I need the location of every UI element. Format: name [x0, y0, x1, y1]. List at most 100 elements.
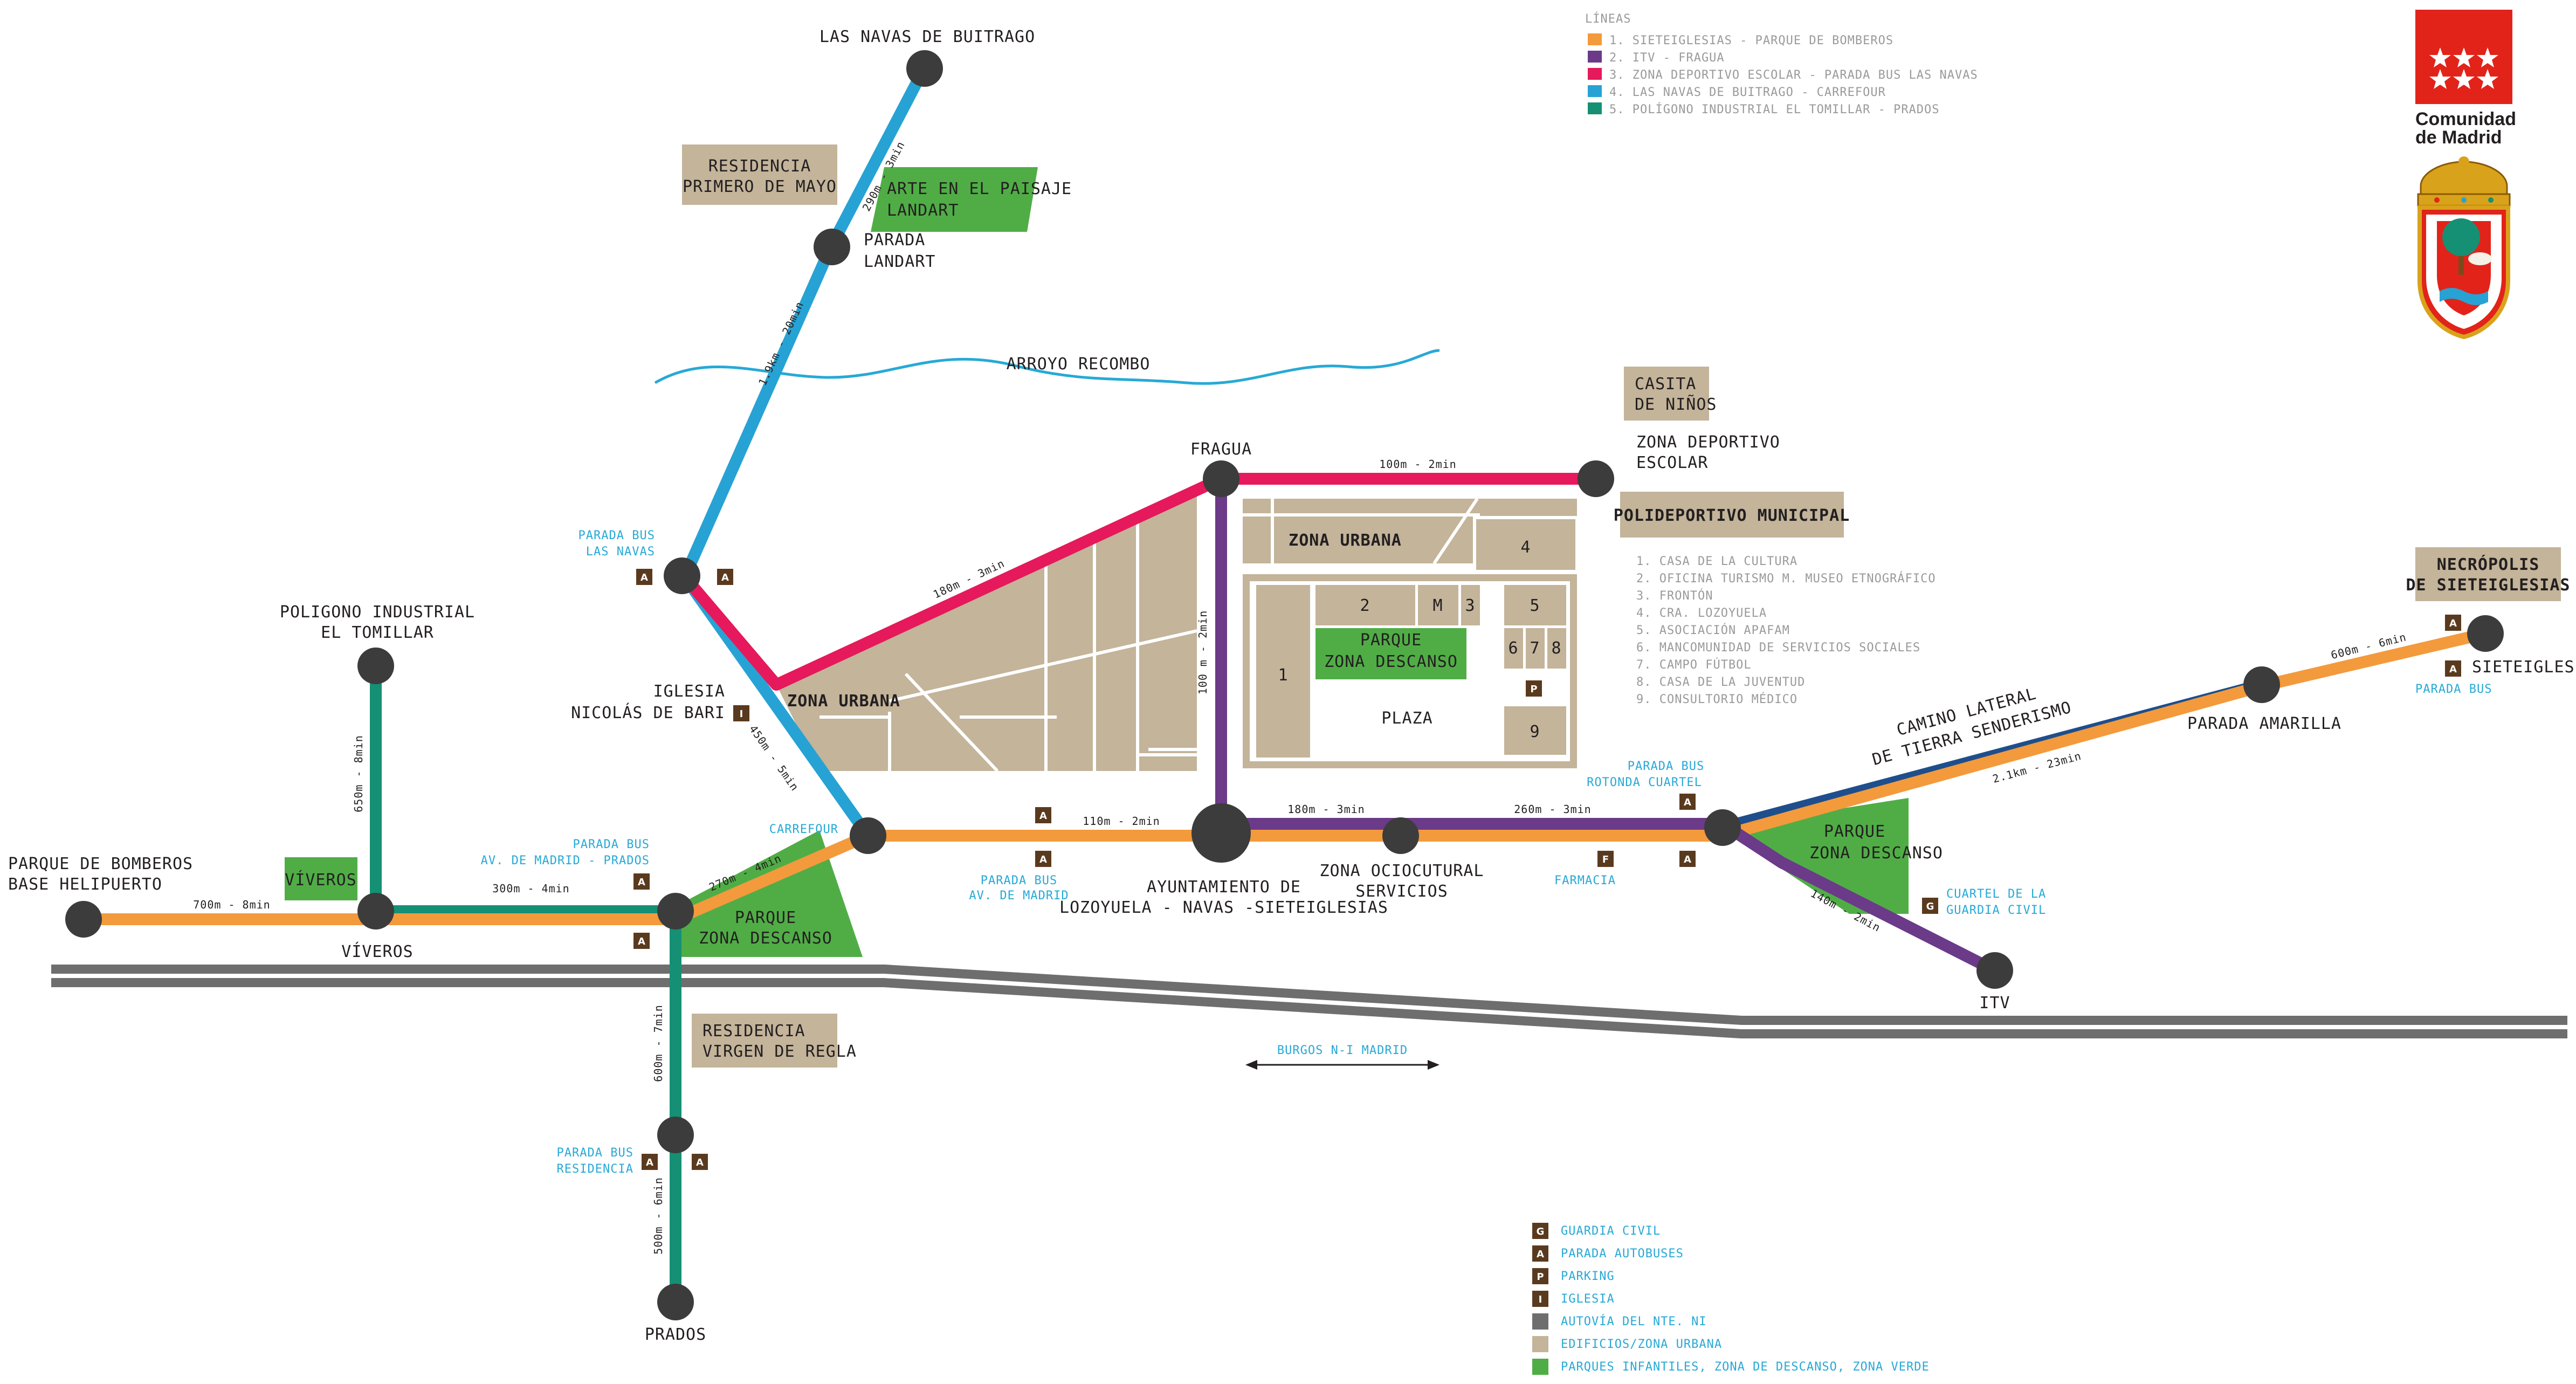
svg-text:8. CASA DE LA JUVENTUD: 8. CASA DE LA JUVENTUD: [1636, 676, 1805, 689]
block-9: 9: [1530, 722, 1540, 741]
arte-l2: LANDART: [887, 201, 959, 220]
svg-text:G: G: [1537, 1226, 1545, 1237]
label-landart-2: LANDART: [864, 252, 935, 271]
blue-av-madrid-2: AV. DE MADRID: [969, 889, 1069, 903]
blue-rotonda-1: PARADA BUS: [1628, 760, 1704, 773]
dist-ocio-rotonda: 260m - 3min: [1514, 803, 1591, 816]
badge-f-farmacia: F: [1597, 851, 1614, 867]
parque-prados-l1: PARQUE: [735, 908, 796, 927]
arroyo-river: [654, 349, 1440, 385]
blue-rotonda-2: ROTONDA CUARTEL: [1587, 776, 1702, 789]
label-bomberos-2: BASE HELIPUERTO: [8, 875, 162, 894]
svg-text:A: A: [696, 1157, 704, 1168]
station-zona-deportivo[interactable]: [1578, 460, 1614, 497]
blue-carrefour: CARREFOUR: [769, 823, 838, 836]
station-av-madrid-prados[interactable]: [657, 893, 694, 929]
block-1: 1: [1278, 666, 1288, 685]
label-prados: PRADOS: [645, 1325, 706, 1344]
line-5: [370, 666, 681, 1302]
blue-parada-navas-1: PARADA BUS: [578, 529, 655, 542]
blue-parada-navas-2: LAS NAVAS: [586, 545, 655, 559]
block-3: 3: [1465, 596, 1475, 615]
svg-text:A: A: [721, 572, 729, 583]
label-poligono-2: EL TOMILLAR: [321, 623, 434, 642]
label-poligono-1: POLIGONO INDUSTRIAL: [280, 603, 475, 622]
badge-a-avmadrid-bottom: A: [1035, 851, 1051, 867]
station-poligono[interactable]: [357, 648, 394, 684]
label-zona-dep-2: ESCOLAR: [1636, 453, 1708, 472]
dist-viveros-prados: 300m - 4min: [492, 882, 569, 895]
parking-badge: P: [1526, 680, 1542, 697]
block-8: 8: [1551, 639, 1561, 658]
svg-text:RESIDENCIA: RESIDENCIA: [702, 1022, 805, 1041]
zona-urbana-label-west: ZONA URBANA: [787, 692, 900, 711]
blue-av-madrid-prados-2: AV. DE MADRID - PRADOS: [481, 854, 650, 867]
station-residencia[interactable]: [657, 1117, 694, 1153]
label-las-navas: LAS NAVAS DE BUITRAGO: [819, 27, 1035, 46]
legend-line-4: 4. LAS NAVAS DE BUITRAGO - CARREFOUR: [1609, 86, 1886, 99]
svg-text:POLIDEPORTIVO MUNICIPAL: POLIDEPORTIVO MUNICIPAL: [1614, 506, 1850, 525]
plaza-label: PLAZA: [1381, 709, 1432, 728]
station-ayuntamiento[interactable]: [1191, 803, 1251, 863]
label-iglesia-1: IGLESIA: [653, 682, 725, 701]
label-landart-1: PARADA: [864, 231, 925, 250]
label-fragua: FRAGUA: [1190, 440, 1252, 459]
label-ocio-1: ZONA OCIOCUTURAL: [1320, 862, 1484, 880]
parque-plaza-l1: PARQUE: [1360, 631, 1422, 650]
station-las-navas[interactable]: [906, 50, 943, 87]
box-casita-ninos: CASITA DE NIÑOS: [1624, 367, 1717, 421]
station-itv[interactable]: [1976, 952, 2013, 989]
legend-lines: LÍNEAS 1. SIETEIGLESIAS - PARQUE DE BOMB…: [1585, 12, 1978, 116]
label-iglesia-2: NICOLÁS DE BARI: [571, 703, 725, 722]
station-carrefour[interactable]: [850, 817, 886, 854]
station-ocio[interactable]: [1382, 817, 1419, 854]
blue-av-madrid-prados-1: PARADA BUS: [573, 838, 650, 851]
badge-g-cuartel: G: [1922, 898, 1938, 914]
block-m: M: [1432, 596, 1443, 615]
station-parada-navas[interactable]: [664, 557, 700, 594]
viveros-box-label: VÍVEROS: [285, 870, 356, 890]
station-bomberos[interactable]: [65, 901, 102, 938]
badge-a-rotonda-top: A: [1679, 794, 1696, 810]
svg-text:1. CASA DE LA CULTURA: 1. CASA DE LA CULTURA: [1636, 555, 1797, 568]
legend-iglesia: IGLESIA: [1561, 1292, 1615, 1306]
blue-residencia-2: RESIDENCIA: [557, 1162, 633, 1176]
arroyo-label: ARROYO RECOMBO: [1007, 355, 1151, 374]
station-viveros[interactable]: [357, 893, 394, 929]
legend-line-5: 5. POLÍGONO INDUSTRIAL EL TOMILLAR - PRA…: [1609, 102, 1940, 116]
svg-text:2. OFICINA TURISMO M. MUSEO ET: 2. OFICINA TURISMO M. MUSEO ETNOGRÁFICO: [1636, 571, 1936, 586]
station-landart[interactable]: [814, 229, 850, 265]
svg-text:A: A: [1537, 1249, 1544, 1260]
station-prados[interactable]: [657, 1284, 694, 1320]
svg-text:7. CAMPO FÚTBOL: 7. CAMPO FÚTBOL: [1636, 658, 1752, 672]
block-4: 4: [1520, 538, 1531, 557]
badge-a-avmadrid-top: A: [1035, 807, 1051, 823]
svg-text:G: G: [1926, 901, 1934, 912]
dist-bomberos-viveros: 700m - 8min: [193, 898, 270, 911]
label-itv: ITV: [1979, 994, 2010, 1013]
label-ocio-2: SERVICIOS: [1355, 882, 1448, 901]
comunidad-madrid-logo: Comunidad de Madrid: [2415, 10, 2516, 148]
parque-rotonda-l2: ZONA DESCANSO: [1809, 844, 1943, 863]
station-sieteiglesias[interactable]: [2467, 615, 2504, 652]
station-rotonda[interactable]: [1704, 809, 1741, 846]
svg-text:P: P: [1537, 1271, 1544, 1283]
zona-urbana-label-east: ZONA URBANA: [1289, 531, 1402, 550]
station-fragua[interactable]: [1203, 460, 1239, 497]
station-amarilla[interactable]: [2243, 666, 2280, 703]
bus-badges: A A I A A A A A A F G A A A A: [633, 569, 2461, 1170]
building-list: 1. CASA DE LA CULTURA 2. OFICINA TURISMO…: [1636, 555, 1936, 706]
svg-text:F: F: [1602, 854, 1609, 865]
label-ayto-1: AYUNTAMIENTO DE: [1147, 878, 1301, 897]
badge-a-navas-left: A: [636, 569, 652, 585]
legend-parques: PARQUES INFANTILES, ZONA DE DESCANSO, ZO…: [1561, 1360, 1930, 1374]
blue-residencia-1: PARADA BUS: [557, 1146, 633, 1160]
block-2: 2: [1360, 596, 1370, 615]
svg-text:A: A: [1684, 797, 1691, 808]
svg-text:3. FRONTÓN: 3. FRONTÓN: [1636, 589, 1713, 603]
arte-landart-green: [871, 167, 1038, 232]
blue-farmacia: FARMACIA: [1554, 874, 1616, 887]
label-zona-dep-1: ZONA DEPORTIVO: [1636, 433, 1780, 452]
badge-a-siete-bottom: A: [2445, 660, 2461, 677]
